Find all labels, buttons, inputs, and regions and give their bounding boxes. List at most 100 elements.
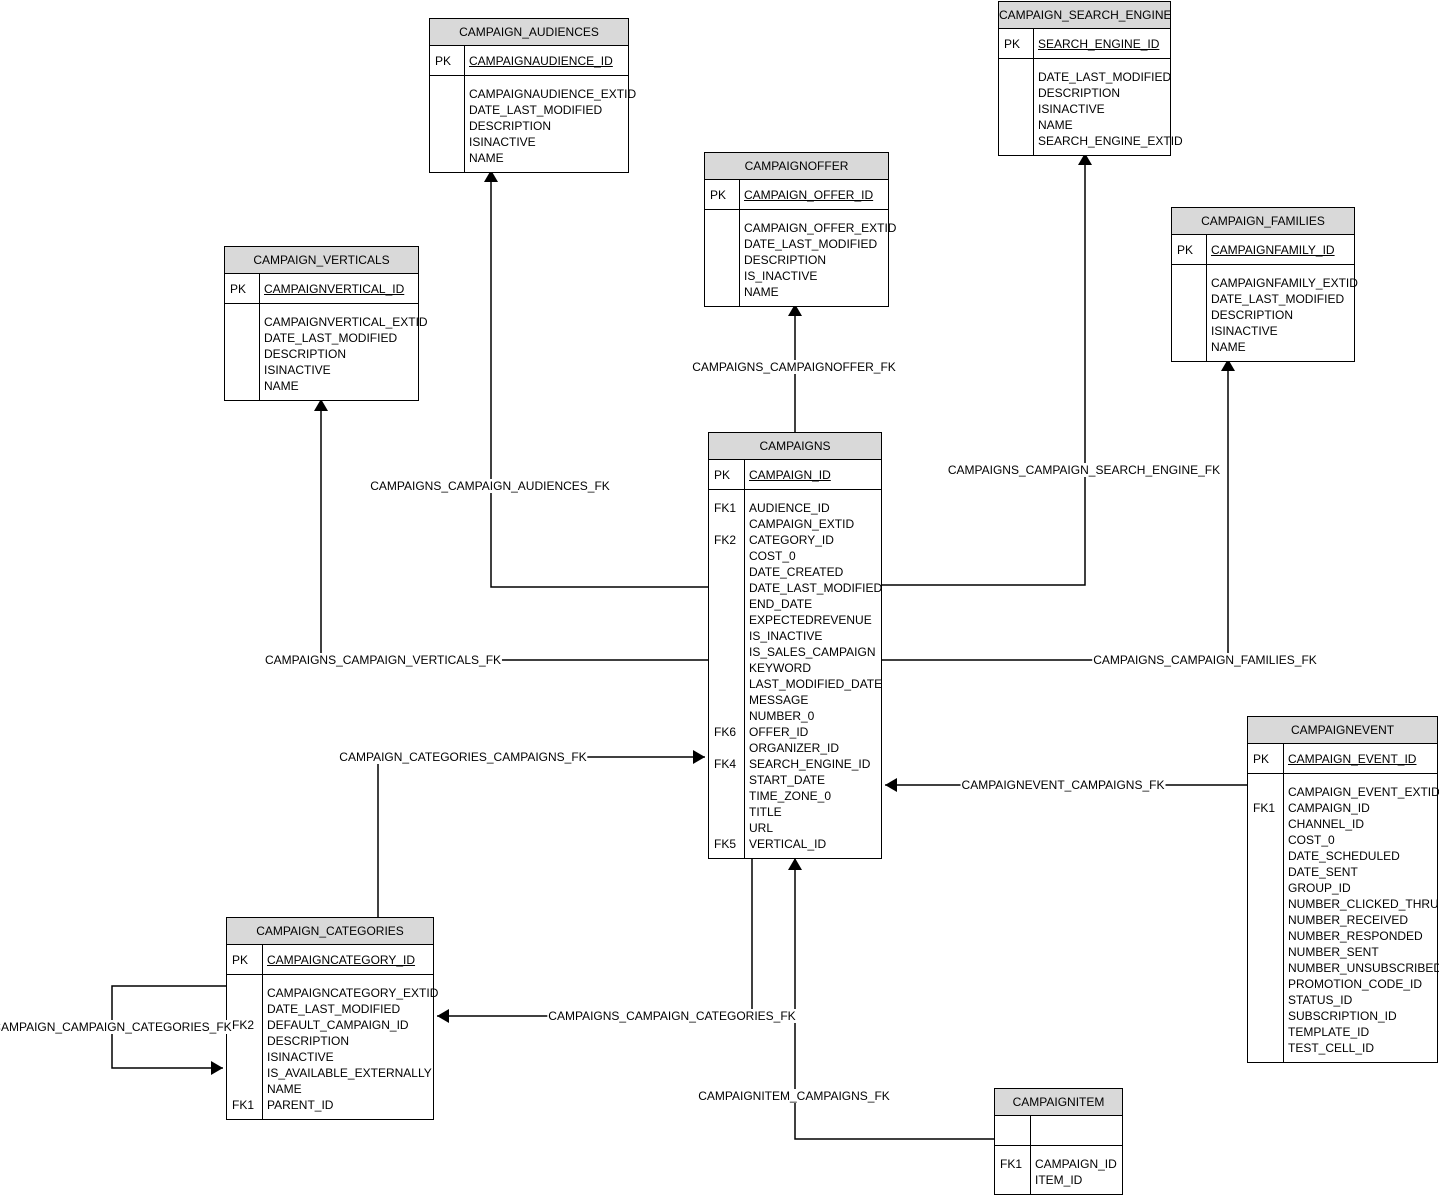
relationship-item xyxy=(788,858,994,1140)
primary-key-field: CAMPAIGNVERTICAL_ID xyxy=(264,282,405,296)
attribute-field: LAST_MODIFIED_DATE xyxy=(749,677,883,691)
attribute-field: DATE_LAST_MODIFIED xyxy=(264,331,398,345)
entity-title: CAMPAIGN_SEARCH_ENGINE xyxy=(999,2,1171,29)
attribute-field: CAMPAIGN_ID xyxy=(1035,1157,1117,1171)
attribute-field: START_DATE xyxy=(749,773,826,787)
pk-marker: PK xyxy=(232,953,249,967)
attribute-field: CAMPAIGNVERTICAL_EXTID xyxy=(264,315,428,329)
key-column xyxy=(995,1116,1031,1145)
key-column: PK xyxy=(705,180,740,209)
key-column: PK xyxy=(1248,744,1284,773)
fk-marker: FK5 xyxy=(714,837,737,851)
attribute-field: NAME xyxy=(267,1082,302,1096)
pk-marker: PK xyxy=(1177,243,1194,257)
attribute-field: COST_0 xyxy=(1288,833,1335,847)
attribute-field: TEST_CELL_ID xyxy=(1288,1041,1375,1055)
primary-key-field: CAMPAIGNFAMILY_ID xyxy=(1211,243,1335,257)
primary-key-row: PK CAMPAIGNCATEGORY_ID xyxy=(227,945,433,975)
primary-key-field: CAMPAIGNCATEGORY_ID xyxy=(267,953,416,967)
attribute-field: CAMPAIGNAUDIENCE_EXTID xyxy=(469,87,637,101)
fk-marker: FK2 xyxy=(714,533,737,547)
pk-marker: PK xyxy=(435,54,452,68)
attribute-field: DATE_CREATED xyxy=(749,565,844,579)
primary-key-row: PK CAMPAIGNVERTICAL_ID xyxy=(225,274,418,304)
pk-marker: PK xyxy=(710,188,727,202)
attribute-field: PROMOTION_CODE_ID xyxy=(1288,977,1423,991)
relationship-label: CAMPAIGNEVENT_CAMPAIGNS_FK xyxy=(960,778,1166,792)
relationship-categories-campaigns xyxy=(377,750,705,917)
relationship-label: CAMPAIGN_CATEGORIES_CAMPAIGNS_FK xyxy=(338,750,588,764)
attribute-field: ISINACTIVE xyxy=(1038,102,1105,116)
relationship-label: CAMPAIGNS_CAMPAIGN_FAMILIES_FK xyxy=(1092,653,1318,667)
attribute-field: KEYWORD xyxy=(749,661,812,675)
attribute-field: SEARCH_ENGINE_EXTID xyxy=(1038,134,1183,148)
attribute-field: IS_INACTIVE xyxy=(749,629,823,643)
arrowhead xyxy=(788,304,802,316)
attribute-field: EXPECTEDREVENUE xyxy=(749,613,872,627)
entity-title: CAMPAIGNEVENT xyxy=(1248,717,1437,744)
primary-key-field: CAMPAIGN_ID xyxy=(749,468,831,482)
relationship-audiences xyxy=(484,170,708,588)
attribute-field: ITEM_ID xyxy=(1035,1173,1083,1187)
attribute-field: DATE_LAST_MODIFIED xyxy=(749,581,883,595)
attribute-field: NAME xyxy=(1211,340,1246,354)
primary-key-field: SEARCH_ENGINE_ID xyxy=(1038,37,1160,51)
attribute-field: NUMBER_CLICKED_THRU xyxy=(1288,897,1439,911)
attribute-field: ISINACTIVE xyxy=(264,363,331,377)
key-column xyxy=(705,210,740,306)
attribute-field: DATE_SENT xyxy=(1288,865,1358,879)
attribute-field: VERTICAL_ID xyxy=(749,837,827,851)
attribute-field: MESSAGE xyxy=(749,693,809,707)
attribute-field: NAME xyxy=(264,379,299,393)
primary-key-field: CAMPAIGNAUDIENCE_ID xyxy=(469,54,613,68)
relationship-label: CAMPAIGNS_CAMPAIGNOFFER_FK xyxy=(691,360,897,374)
attribute-field: AUDIENCE_ID xyxy=(749,501,830,515)
relationship-line xyxy=(882,359,1229,661)
attribute-field: CAMPAIGN_ID xyxy=(1288,801,1370,815)
attribute-field: NUMBER_RESPONDED xyxy=(1288,929,1423,943)
entity-title: CAMPAIGN_AUDIENCES xyxy=(430,19,628,46)
relationship-label: CAMPAIGNITEM_CAMPAIGNS_FK xyxy=(697,1089,891,1103)
key-column: PK xyxy=(430,46,465,75)
attribute-field: DESCRIPTION xyxy=(267,1034,350,1048)
attribute-field: NAME xyxy=(1038,118,1073,132)
attribute-field: IS_INACTIVE xyxy=(744,269,818,283)
fk-marker: FK1 xyxy=(1253,801,1276,815)
attribute-field: CAMPAIGN_EXTID xyxy=(749,517,855,531)
attribute-field: ISINACTIVE xyxy=(1211,324,1278,338)
primary-key-field: CAMPAIGN_EVENT_ID xyxy=(1288,752,1417,766)
attribute-field: SUBSCRIPTION_ID xyxy=(1288,1009,1397,1023)
attribute-field: CAMPAIGN_EVENT_EXTID xyxy=(1288,785,1439,799)
attribute-field: DESCRIPTION xyxy=(264,347,347,361)
key-column: PK xyxy=(999,29,1034,58)
attribute-field: ORGANIZER_ID xyxy=(749,741,840,755)
entity-title: CAMPAIGNITEM xyxy=(995,1089,1122,1116)
attribute-list: CAMPAIGNVERTICAL_EXTID DATE_LAST_MODIFIED… xyxy=(225,304,428,400)
primary-key-row: PK CAMPAIGN_OFFER_ID xyxy=(705,180,888,210)
fk-marker: FK1 xyxy=(232,1098,255,1112)
pk-marker: PK xyxy=(230,282,247,296)
key-column: FK1 xyxy=(1248,774,1284,1062)
attribute-field: CATEGORY_ID xyxy=(749,533,834,547)
primary-key-field: CAMPAIGN_OFFER_ID xyxy=(744,188,874,202)
attribute-field: NUMBER_RECEIVED xyxy=(1288,913,1409,927)
attribute-field: CAMPAIGNCATEGORY_EXTID xyxy=(267,986,439,1000)
attribute-field: COST_0 xyxy=(749,549,796,563)
fk-marker: FK1 xyxy=(1000,1157,1023,1171)
entity-title: CAMPAIGNS xyxy=(709,433,881,460)
attribute-field: END_DATE xyxy=(749,597,813,611)
key-column xyxy=(1172,265,1207,361)
entity-title: CAMPAIGN_FAMILIES xyxy=(1172,208,1354,235)
attribute-field: DESCRIPTION xyxy=(1211,308,1294,322)
relationship-line xyxy=(377,756,705,917)
arrowhead xyxy=(437,1009,449,1023)
primary-key-row: PK SEARCH_ENGINE_ID xyxy=(999,29,1170,59)
fk-marker: FK2 xyxy=(232,1018,255,1032)
